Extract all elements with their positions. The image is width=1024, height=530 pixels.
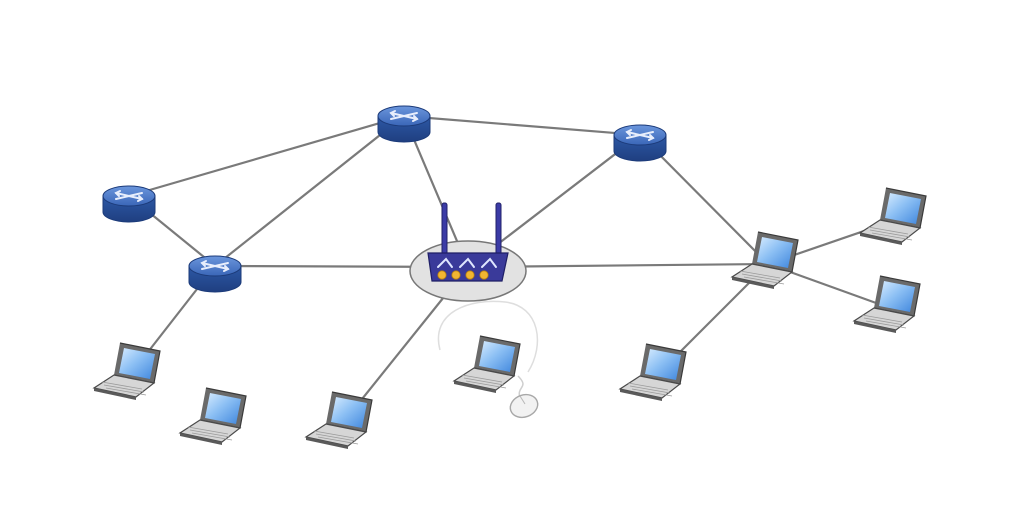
router-icon (613, 124, 667, 162)
router-icon (102, 185, 156, 223)
laptop-icon (858, 187, 927, 245)
link-router-2-router-3 (403, 114, 641, 137)
laptop-icon (178, 387, 247, 445)
wireless-router-icon (409, 202, 527, 302)
laptop-icon (618, 343, 687, 401)
laptop-icon (304, 391, 373, 449)
cable-loop (437, 300, 539, 373)
nodes-layer (92, 105, 927, 449)
router-icon (188, 255, 242, 293)
laptop-icon (852, 275, 921, 333)
router-icon (377, 105, 431, 143)
link-router-1-router-2 (128, 114, 405, 198)
laptop-icon (452, 335, 521, 393)
laptop-icon (92, 342, 161, 400)
mouse-icon (509, 393, 539, 419)
link-router-2-router-4 (214, 115, 405, 267)
laptop-icon (730, 231, 799, 289)
